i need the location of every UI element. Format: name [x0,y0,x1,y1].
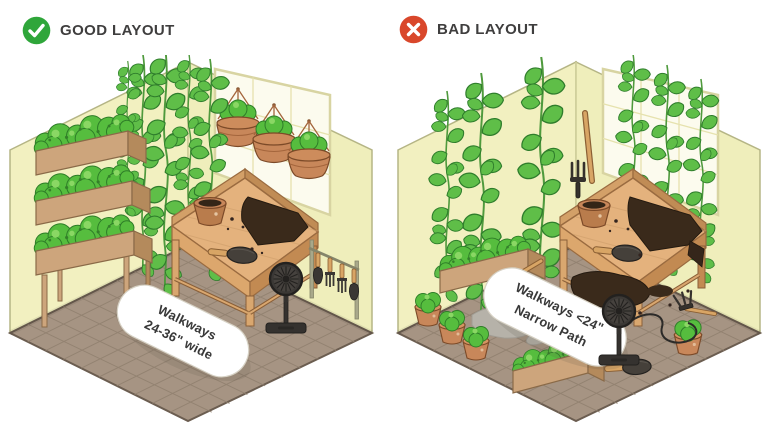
wall-planter-shelves [29,106,153,328]
check-icon [22,16,51,45]
scene-bad: Walkways <24" Narrow Path [388,55,768,436]
soil-overflow [687,240,705,268]
good-layout-header: GOOD LAYOUT [22,16,175,45]
table-items [193,196,309,266]
good-layout-title: GOOD LAYOUT [60,22,175,39]
floor-label-pill: Walkways 24-36" wide [115,284,251,382]
soil-crumbs [608,219,642,257]
table-items [570,110,705,268]
planter-box [29,157,151,226]
bad-layout-title: BAD LAYOUT [437,21,538,38]
floor-pot [438,309,466,345]
planter-stand [29,207,153,328]
floor-pot [414,291,442,327]
tool-rack [308,239,360,320]
soil-pile [241,196,309,246]
floor-pot [673,319,703,356]
hand-trowel [348,268,360,301]
power-cable [627,313,698,344]
soil-pot [193,197,227,227]
bad-layout-header: BAD LAYOUT [399,15,538,44]
hand-fork-upright [570,159,586,199]
hand-trowel [312,252,324,285]
soil-pot [577,199,611,229]
hand-fork [325,257,335,287]
floor-label-pill: Walkways <24" Narrow Path [482,267,629,370]
fan-with-cable [597,293,698,367]
soil-crumbs [226,217,264,255]
scene-good: Walkways 24-36" wide [0,55,385,436]
x-icon [399,15,428,44]
soil-pile [627,196,703,252]
fork-on-floor [672,290,717,317]
planter-box [29,106,147,176]
floor-pot [462,325,490,361]
hand-fork [337,263,347,293]
